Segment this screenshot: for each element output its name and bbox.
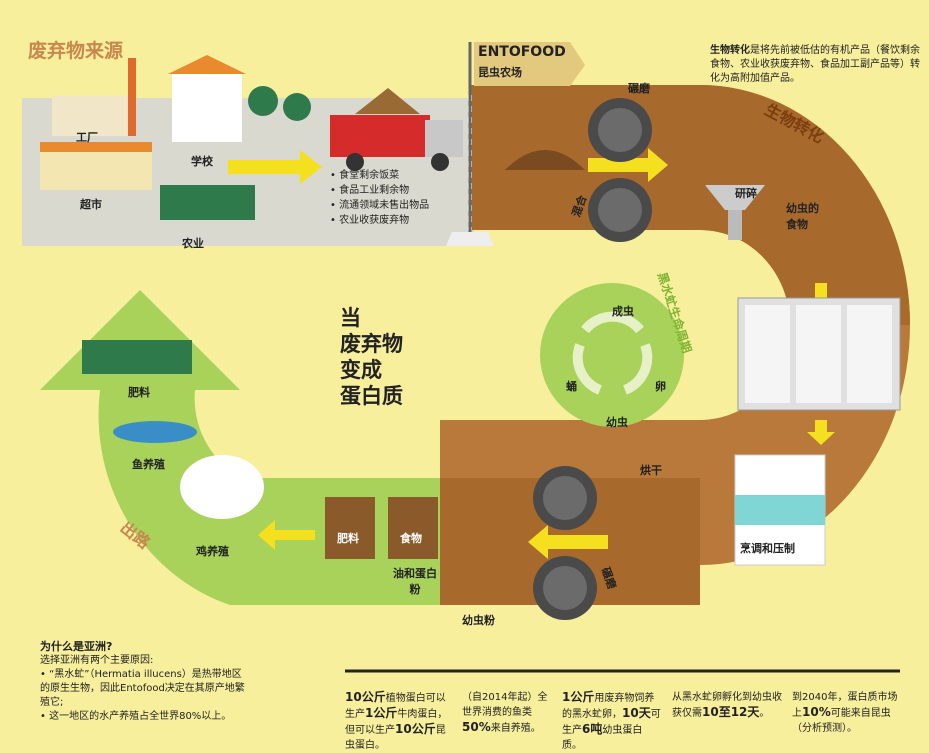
oil-protein-label: 油和蛋白粉 xyxy=(393,567,437,596)
agriculture-label: 农业 xyxy=(182,237,204,250)
factory-label: 工厂 xyxy=(76,131,98,144)
entofood-flag xyxy=(474,42,585,86)
list-item: • 流通领域未售出物品 xyxy=(330,200,430,211)
stat-5: 到2040年，蛋白质市场上10%可能来自昆虫（分析预测）。 xyxy=(792,692,898,734)
egg-label: 卵 xyxy=(655,380,666,393)
arrow-to-truck xyxy=(228,150,322,184)
bag-fertilizer-icon xyxy=(325,497,375,559)
stat-2: （自2014年起）全世界消费的鱼类50%来自养殖。 xyxy=(462,692,548,734)
larva-label: 幼虫 xyxy=(606,416,628,429)
headline-line: 变成 xyxy=(340,358,382,382)
bag-fertilizer-label: 肥料 xyxy=(337,532,359,545)
lifecycle-circle xyxy=(540,283,684,427)
why-asia-point: • 这一地区的水产养殖占全世界80%以上。 xyxy=(40,711,232,722)
list-item: • 农业收获废弃物 xyxy=(330,215,410,226)
bag-food-label: 食物 xyxy=(400,532,422,545)
why-asia-intro: 选择亚洲有两个主要原因: xyxy=(40,655,154,666)
adult-label: 成虫 xyxy=(612,305,634,318)
chicken-label: 鸡养殖 xyxy=(196,545,229,558)
why-asia-title: 为什么是亚洲? xyxy=(40,640,113,653)
why-asia-point: • “黑水虻”（Hermatia illucens）是热带地区的原生生物，因此E… xyxy=(40,669,245,708)
chicken-icon xyxy=(180,455,264,519)
pupa-label: 蛹 xyxy=(566,380,577,393)
crush-label: 研碎 xyxy=(735,187,757,200)
bag-food-icon xyxy=(388,497,438,559)
supermarket-label: 超市 xyxy=(80,198,102,211)
larva-powder-label: 幼虫粉 xyxy=(462,614,495,627)
stat-3: 1公斤用废弃物饲养的黑水虻卵，10天可生产6吨幼虫蛋白质。 xyxy=(562,690,661,751)
headline-line: 废弃物 xyxy=(340,332,403,356)
waste-source-list: • 食堂剩余饭菜 • 食品工业剩余物 • 流通领域未售出物品 • 农业收获废弃物 xyxy=(330,168,429,228)
factory-icon xyxy=(52,96,130,136)
arrow-to-chicken xyxy=(258,520,315,550)
fertilizer-tractor-icon xyxy=(82,340,192,374)
stat-1: 10公斤植物蛋白可以生产1公斤牛肉蛋白，但可以生产10公斤昆虫蛋白。 xyxy=(345,690,448,751)
bioconversion-description: 生物转化是将先前被低估的有机产品（餐饮剩余食物、农业收获废弃物、食品加工副产品等… xyxy=(710,45,920,84)
why-asia-box: 为什么是亚洲? 选择亚洲有两个主要原因: • “黑水虻”（Hermatia il… xyxy=(40,640,245,724)
dry-label: 烘干 xyxy=(640,464,662,477)
larva-food-label: 幼虫的食物 xyxy=(786,202,819,231)
headline-line: 蛋白质 xyxy=(340,384,403,408)
supermarket-icon xyxy=(40,150,152,190)
fertilizer-label: 肥料 xyxy=(128,386,150,399)
tractor-icon xyxy=(160,185,255,220)
headline-line: 当 xyxy=(340,306,361,330)
cook-press-label: 烹调和压制 xyxy=(740,542,795,555)
school-icon xyxy=(172,72,242,142)
truck-icon xyxy=(330,115,430,157)
grinder-icon xyxy=(705,185,765,210)
fish-label: 鱼养殖 xyxy=(132,458,165,471)
list-item: • 食品工业剩余物 xyxy=(330,185,410,196)
headline: 当 废弃物 变成 蛋白质 xyxy=(340,305,403,409)
fish-icon xyxy=(113,421,197,443)
brand-label: ENTOFOOD xyxy=(478,44,566,60)
arrow-grind xyxy=(588,148,668,182)
tree-icon xyxy=(248,86,278,116)
school-label: 学校 xyxy=(191,155,213,168)
grind-top-label: 碾磨 xyxy=(628,82,650,95)
arrow-dry xyxy=(528,525,608,559)
sources-title: 废弃物来源 xyxy=(28,40,124,62)
list-item: • 食堂剩余饭菜 xyxy=(330,170,400,181)
farm-label: 昆虫农场 xyxy=(478,66,522,79)
gear-icon xyxy=(533,98,652,620)
stat-4: 从黑水虻卵孵化到幼虫收获仅需10至12天。 xyxy=(672,692,782,719)
